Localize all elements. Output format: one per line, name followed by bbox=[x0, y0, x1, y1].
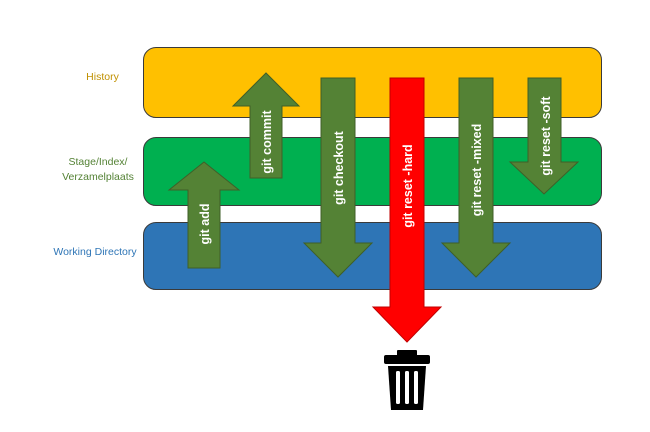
git-reset-hard-arrow: git reset -hard bbox=[371, 77, 443, 343]
history-label: History bbox=[86, 71, 119, 83]
git-commit-label: git commit bbox=[260, 110, 274, 174]
git-reset-soft-arrow: git reset -soft bbox=[508, 77, 580, 195]
working-directory-label: Working Directory bbox=[53, 246, 137, 258]
stage-label: Stage/Index/ Verzamelplaats bbox=[48, 155, 148, 185]
stage-label-line-2: Verzamelplaats bbox=[62, 171, 134, 183]
stage-label-line-1: Stage/Index/ bbox=[68, 156, 128, 168]
git-reset-mixed-arrow: git reset -mixed bbox=[440, 77, 512, 278]
history-band bbox=[143, 47, 602, 118]
git-reset-soft-label: git reset -soft bbox=[539, 96, 553, 176]
git-reset-hard-label: git reset -hard bbox=[401, 144, 415, 227]
git-checkout-arrow: git checkout bbox=[302, 77, 374, 278]
git-checkout-label: git checkout bbox=[332, 130, 346, 204]
git-add-label: git add bbox=[198, 204, 212, 245]
git-commit-arrow: git commit bbox=[231, 72, 301, 179]
git-add-arrow: git add bbox=[167, 161, 241, 269]
trash-icon bbox=[384, 350, 430, 410]
git-reset-mixed-label: git reset -mixed bbox=[470, 124, 484, 216]
